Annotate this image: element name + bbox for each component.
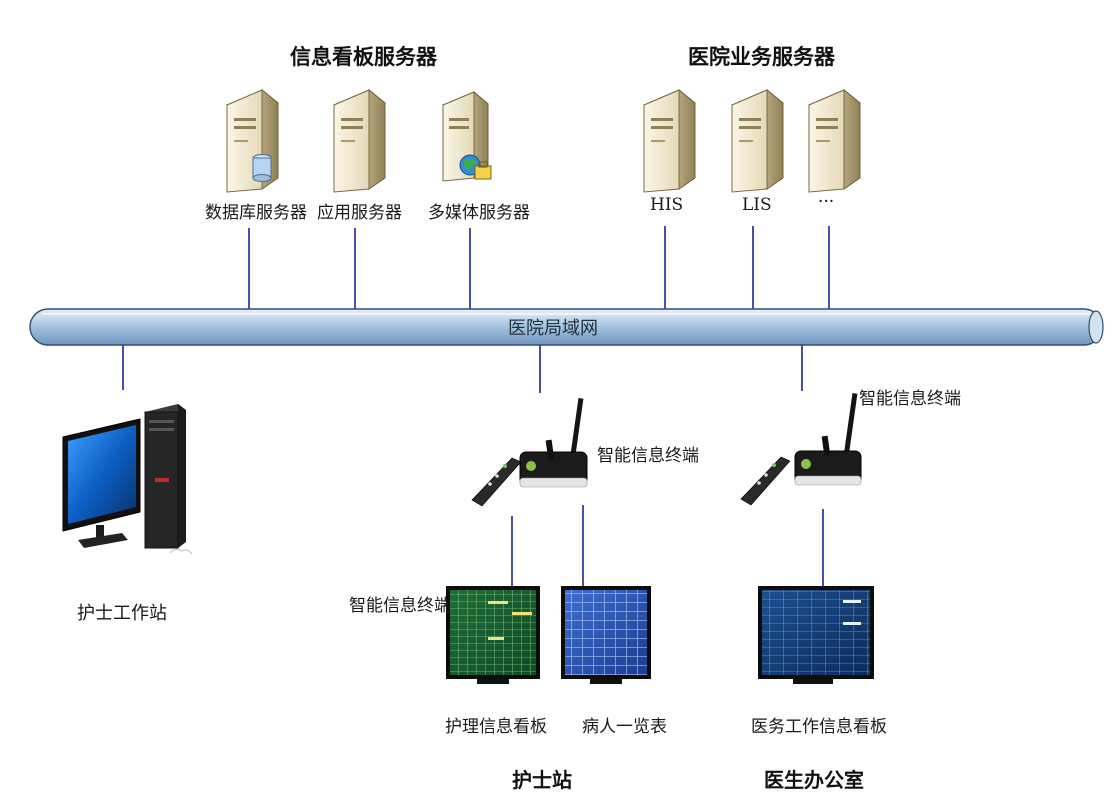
hospital-lan-label: 医院局域网: [508, 318, 598, 339]
more-server-icon: [808, 88, 861, 193]
doctor-terminal-label: 智能信息终端: [859, 389, 961, 409]
patient-list-display: [561, 586, 651, 684]
care-board-display: [446, 586, 540, 684]
medical-board-display: [758, 586, 874, 684]
nurse-terminal-label: 智能信息终端: [597, 446, 699, 466]
more-servers-label: ···: [818, 192, 835, 212]
lis-server-icon: [731, 88, 784, 193]
patient-list-label: 病人一览表: [582, 717, 667, 737]
connector-lines: [122, 226, 830, 590]
info-board-servers-header: 信息看板服务器: [290, 45, 437, 69]
his-server-label: HIS: [650, 195, 684, 215]
medical-board-label: 医务工作信息看板: [751, 717, 887, 737]
doctor-smart-terminal-icon: [740, 393, 862, 506]
his-server-icon: [643, 88, 696, 193]
hospital-lan-pipe: [29, 308, 1104, 346]
hospital-business-servers-header: 医院业务服务器: [688, 45, 835, 69]
desktop-pc-icon: [62, 404, 193, 555]
application-server-label: 应用服务器: [317, 203, 402, 223]
multimedia-server-label: 多媒体服务器: [428, 203, 530, 223]
care-board-label: 护理信息看板: [445, 717, 547, 737]
multimedia-server-icon: [442, 90, 492, 182]
doctor-office-title: 医生办公室: [764, 768, 864, 792]
nurse-smart-terminal-icon: [471, 398, 588, 507]
application-server-icon: [333, 88, 386, 193]
nurse-workstation-label: 护士工作站: [77, 603, 167, 624]
database-server-icon: [226, 88, 279, 193]
database-server-label: 数据库服务器: [205, 203, 307, 223]
nurse-station-title: 护士站: [512, 768, 572, 792]
lis-server-label: LIS: [742, 195, 772, 215]
display-terminal-label: 智能信息终端: [349, 596, 451, 616]
